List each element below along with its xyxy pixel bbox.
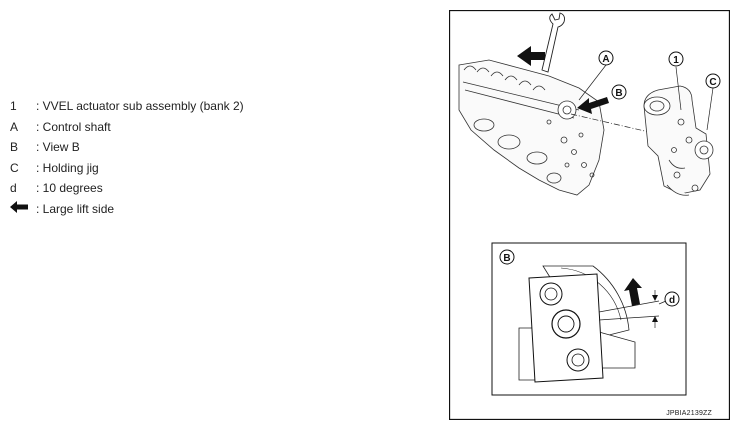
- figure: A B 1 C B: [449, 10, 730, 420]
- inset-view-drawing: [518, 265, 660, 383]
- figure-drawing: A B 1 C B: [449, 10, 730, 420]
- legend-key: d: [10, 181, 17, 196]
- legend-item-a: A : Control shaft: [10, 117, 244, 138]
- legend: 1 : VVEL actuator sub assembly (bank 2) …: [10, 96, 244, 220]
- legend-item-arrow: : Large lift side: [10, 199, 244, 220]
- legend-item-c: C : Holding jig: [10, 158, 244, 179]
- legend-key: B: [10, 140, 19, 155]
- svg-text:B: B: [615, 88, 622, 99]
- legend-text: : VVEL actuator sub assembly (bank 2): [36, 99, 244, 113]
- legend-key: C: [10, 160, 19, 175]
- leader-lines: [578, 64, 714, 131]
- callout-c: C: [705, 73, 721, 89]
- view-arrow-icon: [577, 97, 609, 114]
- legend-item-1: 1 : VVEL actuator sub assembly (bank 2): [10, 96, 244, 117]
- svg-text:B: B: [503, 253, 510, 264]
- cylinder-head-drawing: [458, 59, 605, 196]
- svg-text:1: 1: [673, 55, 679, 66]
- legend-text: : 10 degrees: [36, 181, 103, 196]
- vvel-actuator-drawing: [643, 85, 714, 196]
- arrow-left-icon: [10, 200, 28, 213]
- figure-code: JPBIA2139ZZ: [666, 410, 712, 417]
- svg-text:A: A: [602, 54, 609, 65]
- legend-item-d: d : 10 degrees: [10, 178, 244, 199]
- legend-key: A: [10, 119, 19, 134]
- alignment-line: [570, 113, 650, 133]
- legend-key: 1: [10, 99, 17, 113]
- callout-a: A: [598, 50, 614, 66]
- legend-text: : Holding jig: [36, 160, 99, 175]
- legend-text: : View B: [36, 140, 80, 155]
- legend-text: : Large lift side: [36, 201, 115, 216]
- callout-b: B: [611, 84, 627, 100]
- callout-d: d: [658, 291, 680, 307]
- svg-text:d: d: [669, 295, 675, 306]
- legend-item-b: B : View B: [10, 137, 244, 158]
- wrench-drawing: [541, 12, 565, 73]
- arrow-up-icon: [624, 278, 642, 306]
- svg-text:C: C: [709, 77, 716, 88]
- legend-text: : Control shaft: [36, 119, 111, 134]
- callout-b-inset: B: [499, 249, 515, 265]
- callout-1: 1: [668, 51, 684, 67]
- legend-key: [10, 199, 36, 220]
- arrow-left-icon: [517, 46, 545, 66]
